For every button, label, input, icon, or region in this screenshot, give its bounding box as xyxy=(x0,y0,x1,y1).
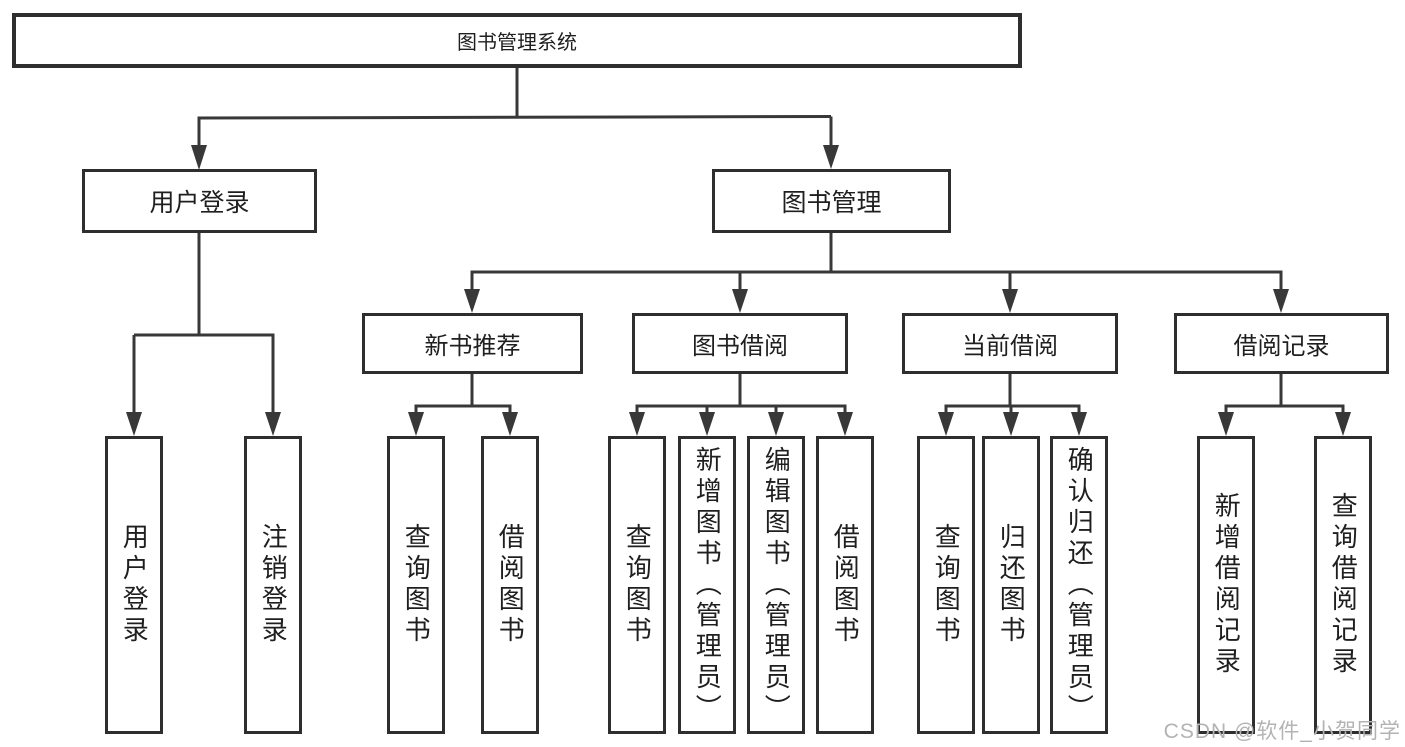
node-label: 新书推荐 xyxy=(424,333,521,360)
leaf-label: 确认归还（管理员） xyxy=(1064,445,1095,725)
leaf-current-return-books: 归还图书 xyxy=(982,436,1040,734)
leaf-user-login: 用户登录 xyxy=(105,436,163,734)
node-system-root: 图书管理系统 xyxy=(12,13,1022,68)
leaf-label: 编辑图书（管理员） xyxy=(761,445,792,725)
leaf-label: 借阅图书 xyxy=(830,523,861,647)
leaf-label: 查询图书 xyxy=(401,523,432,647)
leaf-label: 查询借阅记录 xyxy=(1328,492,1359,678)
leaf-label: 归还图书 xyxy=(996,523,1027,647)
leaf-records-add-borrow-record: 新增借阅记录 xyxy=(1197,436,1255,734)
leaf-records-query-borrow-record: 查询借阅记录 xyxy=(1314,436,1372,734)
leaf-newbook-query-books: 查询图书 xyxy=(387,436,445,734)
leaf-borrow-query-books: 查询图书 xyxy=(608,436,666,734)
node-user-login: 用户登录 xyxy=(82,169,317,233)
leaf-borrow-edit-books-admin: 编辑图书（管理员） xyxy=(747,436,805,734)
leaf-current-query-books: 查询图书 xyxy=(917,436,975,734)
node-current-borrow: 当前借阅 xyxy=(902,313,1118,374)
node-label: 图书管理 xyxy=(781,189,882,217)
leaf-label: 用户登录 xyxy=(119,523,150,647)
leaf-borrow-borrow-books: 借阅图书 xyxy=(816,436,874,734)
leaf-current-confirm-return-admin: 确认归还（管理员） xyxy=(1050,436,1108,734)
node-borrow-records: 借阅记录 xyxy=(1174,313,1389,374)
leaf-label: 注销登录 xyxy=(258,523,289,647)
node-label: 借阅记录 xyxy=(1233,333,1330,360)
leaf-label: 借阅图书 xyxy=(495,523,526,647)
node-book-management: 图书管理 xyxy=(712,169,951,233)
node-new-book-recommend: 新书推荐 xyxy=(362,313,583,374)
leaf-label: 查询图书 xyxy=(622,523,653,647)
node-label: 用户登录 xyxy=(149,189,250,217)
leaf-logout: 注销登录 xyxy=(244,436,302,734)
csdn-watermark: CSDN @软件_小贺同学 xyxy=(1163,720,1401,743)
leaf-label: 查询图书 xyxy=(931,523,962,647)
leaf-label: 新增借阅记录 xyxy=(1211,492,1242,678)
node-label: 图书管理系统 xyxy=(457,32,577,54)
node-label: 图书借阅 xyxy=(692,333,788,360)
leaf-borrow-add-books-admin: 新增图书（管理员） xyxy=(678,436,736,734)
leaf-newbook-borrow-books: 借阅图书 xyxy=(481,436,539,734)
node-book-borrow: 图书借阅 xyxy=(632,313,848,374)
node-label: 当前借阅 xyxy=(962,333,1058,360)
leaf-label: 新增图书（管理员） xyxy=(692,445,723,725)
